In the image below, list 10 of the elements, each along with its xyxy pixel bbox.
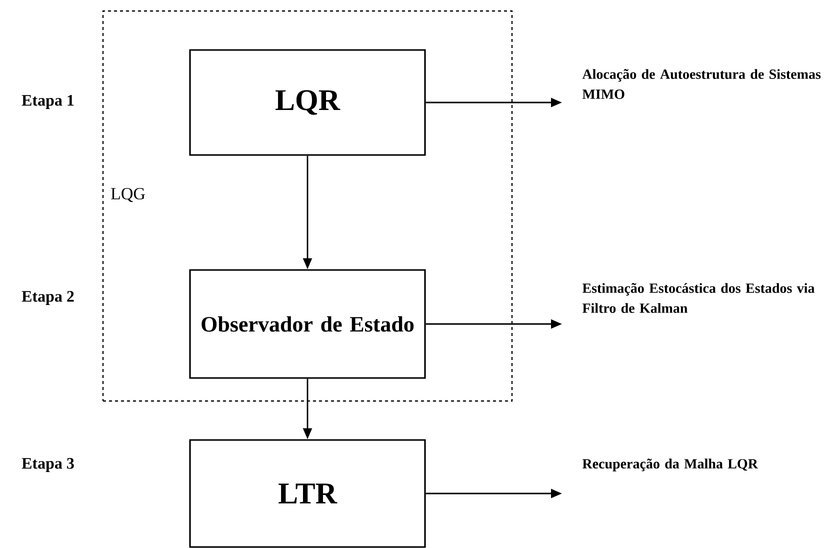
process-box: LQR [189, 49, 426, 156]
group-label: LQG [111, 188, 145, 202]
process-box: Observador de Estado [189, 269, 426, 379]
outcome-text: Recuperação da Malha LQR [582, 458, 758, 472]
outcome-text: Alocação de Autoestrutura de Sistemas MIMO [582, 69, 821, 99]
stage-label: Etapa 2 [22, 291, 74, 305]
process-box: LTR [189, 439, 426, 548]
stage-label: Etapa 1 [22, 95, 74, 109]
outcome-text: Estimação Estocástica dos Estados via Filtro de Kalman [582, 283, 815, 313]
stage-label: Etapa 3 [22, 458, 74, 472]
